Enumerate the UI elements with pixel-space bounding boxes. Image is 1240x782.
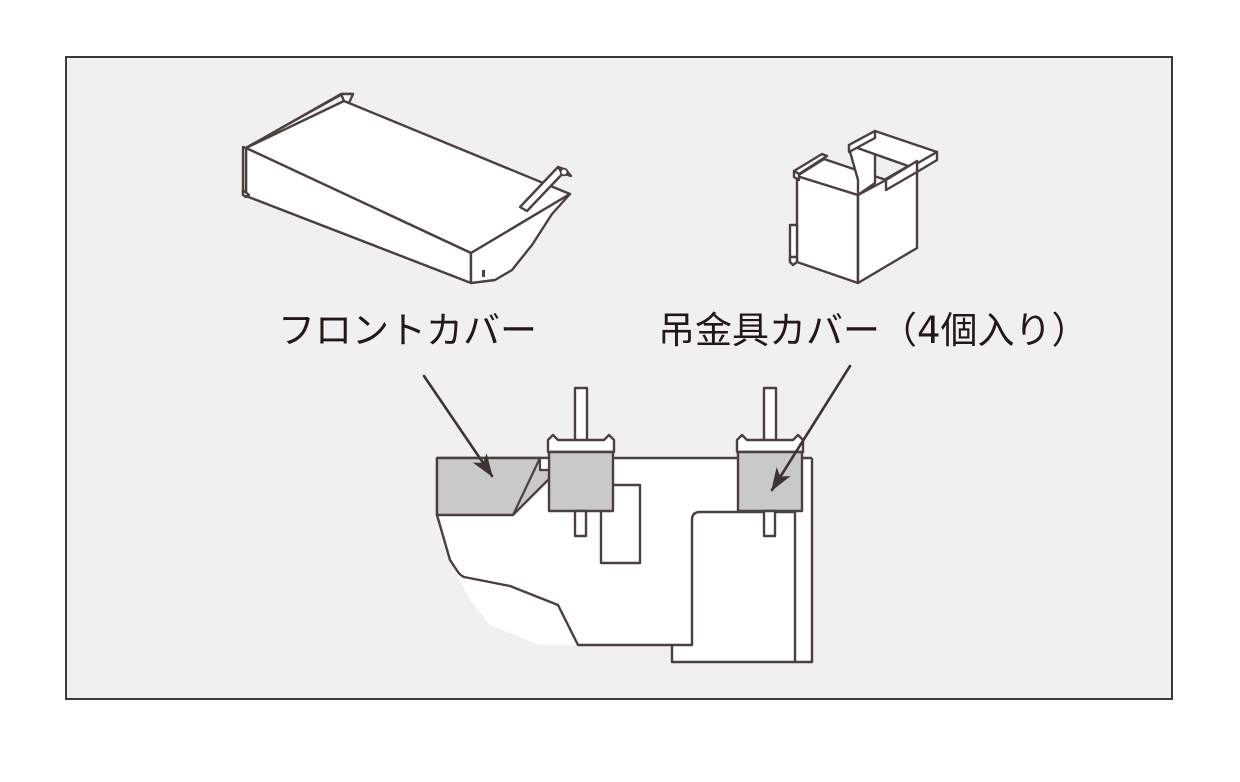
label-front-cover: フロントカバー [278, 309, 537, 352]
label-bracket-cover: 吊金具カバー（4個入り） [658, 309, 1089, 352]
diagram-frame [65, 56, 1173, 700]
